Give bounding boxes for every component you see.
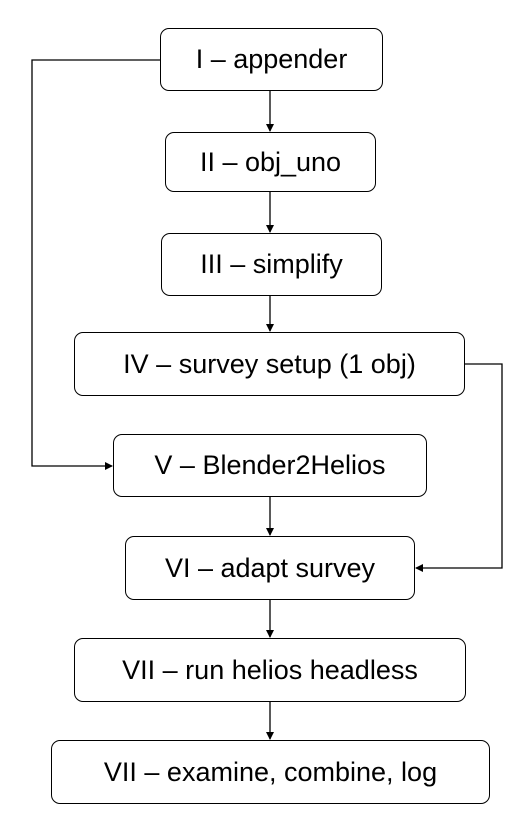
step-box-I: I – appender: [160, 28, 383, 91]
step-label-VII: VII – run helios headless: [122, 654, 418, 685]
step-label-VIII: VII – examine, combine, log: [103, 756, 438, 787]
step-label-III: III – simplify: [200, 249, 343, 279]
step-box-VI: VI – adapt survey: [125, 536, 415, 600]
edge-I-to-V: [31, 59, 160, 470]
step-label-V: V – Blender2Helios: [154, 450, 386, 480]
step-label-I: I – appender: [195, 44, 348, 74]
edge-IV-to-VI: [415, 363, 503, 572]
step-label-VI: VI – adapt survey: [164, 552, 376, 583]
step-box-III: III – simplify: [161, 233, 382, 296]
step-box-II: II – obj_uno: [165, 132, 376, 192]
step-box-IV: IV – survey setup (1 obj): [74, 332, 465, 396]
step-box-V: V – Blender2Helios: [113, 434, 427, 497]
step-box-VII: VII – run helios headless: [74, 638, 466, 702]
step-box-VIII: VII – examine, combine, log: [51, 740, 490, 804]
step-label-IV: IV – survey setup (1 obj): [123, 348, 416, 379]
step-label-II: II – obj_uno: [199, 146, 342, 177]
